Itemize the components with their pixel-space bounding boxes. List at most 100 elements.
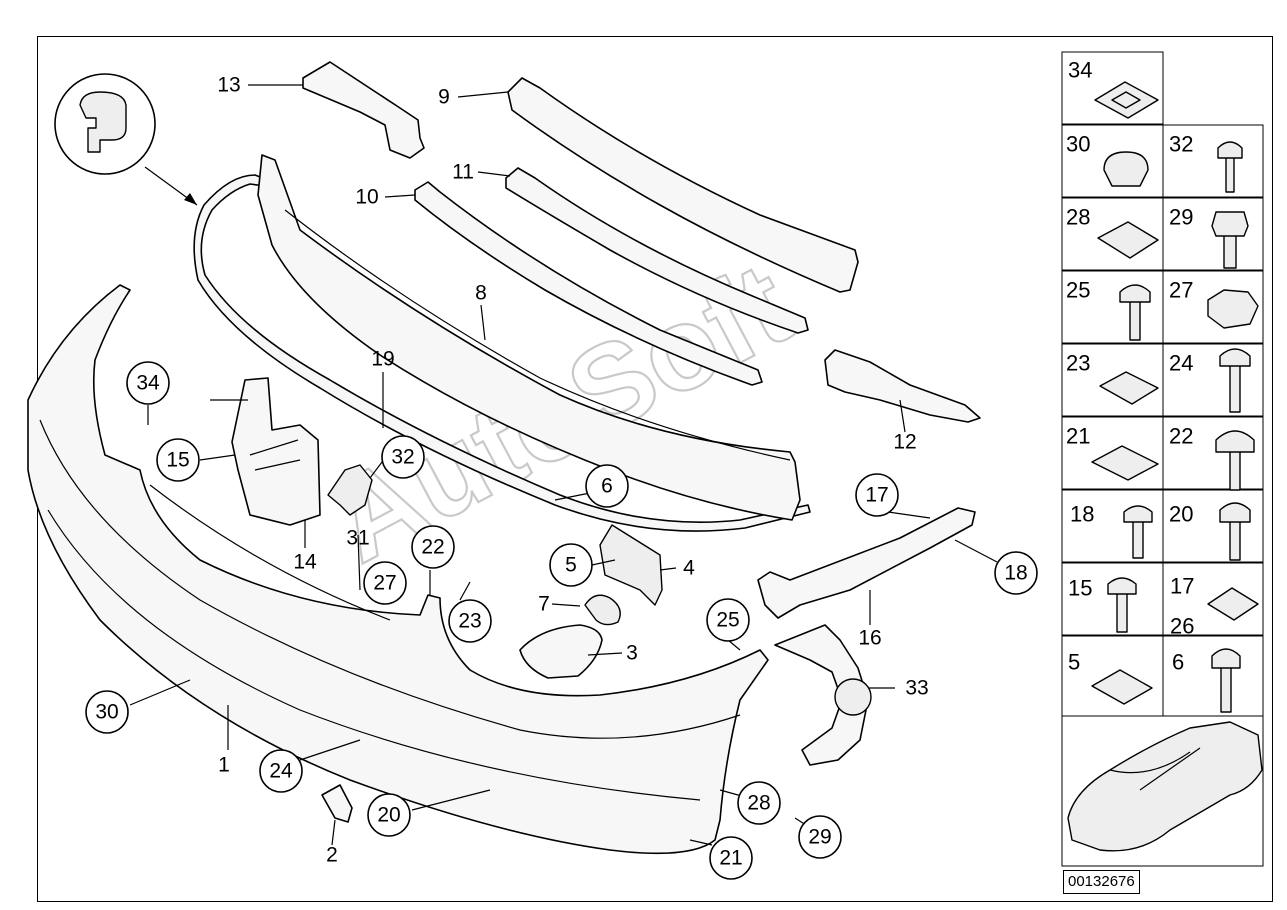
fastener-label-17: 17 xyxy=(1170,574,1194,599)
fastener-label-25: 25 xyxy=(1066,278,1090,303)
callout-16: 16 xyxy=(858,627,881,650)
callout-10: 10 xyxy=(355,186,378,209)
car-thumbnail xyxy=(1067,721,1263,852)
screw-25-icon xyxy=(1119,284,1151,341)
callout-1: 1 xyxy=(218,754,230,777)
plug-icon xyxy=(1103,151,1149,187)
callout-12: 12 xyxy=(893,431,916,454)
callout-28-circle: 28 xyxy=(737,781,781,825)
upper-guide-9 xyxy=(507,77,859,293)
callout-24: 24 xyxy=(269,760,293,783)
callout-13: 13 xyxy=(217,74,240,97)
fastener-label-24: 24 xyxy=(1169,351,1193,376)
seal-profile-detail xyxy=(54,73,156,175)
screw-32-icon xyxy=(1217,141,1243,193)
callout-9: 9 xyxy=(438,86,450,109)
fastener-label-27: 27 xyxy=(1169,278,1193,303)
carrier-16 xyxy=(757,507,976,619)
screw-15-icon xyxy=(1107,577,1137,633)
bracket-12 xyxy=(824,349,981,423)
grommet-icon xyxy=(1094,81,1159,119)
speed-nut-28-icon xyxy=(1097,221,1159,259)
callout-27-circle: 27 xyxy=(363,561,407,605)
callout-6: 6 xyxy=(601,475,613,498)
fastener-label-23: 23 xyxy=(1066,351,1090,376)
leader-lines xyxy=(129,84,998,846)
callout-29-circle: 29 xyxy=(798,815,842,859)
callout-11: 11 xyxy=(452,161,474,184)
callout-18-circle: 18 xyxy=(994,551,1038,595)
clip-nut-5-icon xyxy=(1091,669,1153,705)
callout-28: 28 xyxy=(747,792,770,815)
screw-20-icon xyxy=(1219,502,1251,561)
callout-6-circle: 6 xyxy=(585,464,629,508)
callout-8: 8 xyxy=(475,282,487,305)
fastener-label-28: 28 xyxy=(1066,205,1090,230)
callout-30-circle: 30 xyxy=(85,690,129,734)
callout-21-circle: 21 xyxy=(709,836,753,880)
fastener-label-5: 5 xyxy=(1068,650,1080,675)
air-duct-33 xyxy=(774,624,869,766)
fastener-label-29: 29 xyxy=(1169,205,1193,230)
fastener-label-30: 30 xyxy=(1066,132,1090,157)
callout-2: 2 xyxy=(326,844,338,867)
callout-14: 14 xyxy=(293,551,317,574)
callout-4: 4 xyxy=(683,557,695,580)
callout-18: 18 xyxy=(1004,562,1027,585)
fastener-table: 34 30 32 28 29 25 27 23 24 21 xyxy=(1061,51,1264,867)
clip-nut-23-icon xyxy=(1099,371,1159,405)
hex-bolt-29-icon xyxy=(1211,211,1249,269)
document-id: 00132676 xyxy=(1063,870,1140,894)
bracket-13 xyxy=(302,61,425,159)
bumper-cover xyxy=(27,284,769,855)
callout-32-circle: 32 xyxy=(381,435,425,479)
callout-30: 30 xyxy=(95,701,118,724)
grille-carrier xyxy=(257,154,801,521)
screw-6-icon xyxy=(1211,648,1241,713)
bracket-14 xyxy=(231,377,321,526)
tow-hook-cover xyxy=(519,624,603,679)
fastener-label-34: 34 xyxy=(1068,58,1092,83)
callout-22-circle: 22 xyxy=(411,525,455,569)
callout-7: 7 xyxy=(538,593,550,616)
hex-nut-27-icon xyxy=(1207,289,1259,329)
callout-24-circle: 24 xyxy=(259,749,303,793)
clip-nut-21-icon xyxy=(1091,445,1159,481)
callout-34: 34 xyxy=(136,372,160,395)
screw-24-icon xyxy=(1219,348,1251,413)
callout-23-circle: 23 xyxy=(448,599,492,643)
callout-23: 23 xyxy=(458,610,481,633)
callout-21: 21 xyxy=(719,847,742,870)
callout-20: 20 xyxy=(377,804,400,827)
bracket-4 xyxy=(599,524,663,606)
cover-2 xyxy=(321,784,353,823)
callout-17-circle: 17 xyxy=(855,473,899,517)
callout-34-circle: 34 xyxy=(126,361,170,405)
clip-31 xyxy=(327,464,373,516)
callout-33: 33 xyxy=(905,677,928,700)
screw-18-icon xyxy=(1123,505,1153,559)
callout-22: 22 xyxy=(421,536,444,559)
fastener-label-22: 22 xyxy=(1169,424,1193,449)
callout-25-circle: 25 xyxy=(706,598,750,642)
callout-32: 32 xyxy=(391,446,414,469)
fastener-label-26: 26 xyxy=(1170,614,1194,639)
screw-22-icon xyxy=(1215,430,1255,491)
fastener-label-6: 6 xyxy=(1172,650,1184,675)
fastener-label-20: 20 xyxy=(1169,502,1193,527)
spring-7 xyxy=(584,594,621,626)
fastener-label-32: 32 xyxy=(1169,132,1193,157)
callout-15-circle: 15 xyxy=(156,438,200,482)
callout-25: 25 xyxy=(716,609,739,632)
callout-31: 31 xyxy=(346,527,369,550)
callout-5: 5 xyxy=(565,554,577,577)
callout-15: 15 xyxy=(166,449,189,472)
callout-29: 29 xyxy=(808,826,831,849)
fastener-label-21: 21 xyxy=(1066,424,1090,449)
fastener-label-18: 18 xyxy=(1070,502,1094,527)
callout-3: 3 xyxy=(626,642,638,665)
callout-5-circle: 5 xyxy=(549,543,593,587)
fastener-label-15: 15 xyxy=(1068,576,1092,601)
